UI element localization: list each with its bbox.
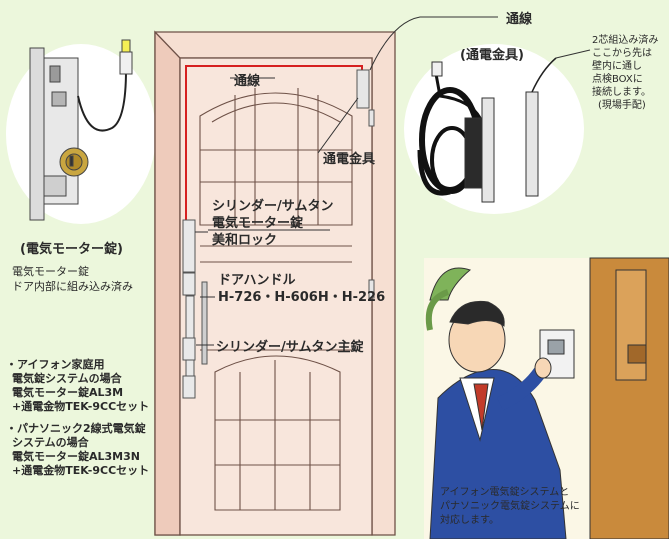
spec-line: 電気錠システムの場合 — [12, 372, 122, 385]
fitting-door-label: 通電金具 — [323, 152, 376, 167]
cylinder-line: シリンダー/サムタン — [212, 199, 334, 214]
spec-line: 電気モーター錠AL3M3N — [12, 450, 140, 463]
two-core-note: 2芯組込み済み ここから先は 壁内に通し 点検BOXに 接続します。 (現場手配… — [592, 34, 658, 112]
spec-line: システムの場合 — [12, 436, 89, 449]
fitting-illustration — [417, 57, 557, 203]
handle-group-label: ドアハンドル H-726・H-606H・H-226 — [218, 272, 385, 306]
spec-line: +通電金物TEK-9CCセット — [12, 400, 150, 413]
two-core-line: 壁内に通し — [592, 61, 642, 72]
cylinder-line: 美和ロック — [212, 233, 278, 248]
person-illustration — [425, 257, 669, 539]
motor-lock-title: (電気モーター錠) — [20, 242, 123, 257]
spec-line: ・アイフォン家庭用 — [6, 358, 105, 371]
two-core-line: ここから先は — [592, 48, 652, 59]
spec-panasonic: ・パナソニック2線式電気錠 システムの場合 電気モーター錠AL3M3N +通電金… — [6, 422, 149, 478]
motor-lock-illustration — [29, 39, 133, 221]
two-core-line: (現場手配) — [598, 100, 646, 111]
caption-line: アイフォン電気錠システムと — [440, 487, 570, 498]
spec-aiphone: ・アイフォン家庭用 電気錠システムの場合 電気モーター錠AL3M +通電金物TE… — [6, 358, 149, 414]
spec-line: +通電金物TEK-9CCセット — [12, 464, 150, 477]
wire-top-label: 通線 — [506, 12, 533, 27]
fitting-top-label: (通電金具) — [460, 48, 524, 63]
spec-line: 電気モーター錠AL3M — [12, 386, 124, 399]
spec-line: ・パナソニック2線式電気錠 — [6, 422, 146, 435]
main-lock-label: シリンダー/サムタン主錠 — [216, 340, 364, 355]
two-core-line: 点検BOXに — [592, 74, 643, 85]
handle-line: ドアハンドル — [218, 273, 296, 288]
cylinder-line: 電気モーター錠 — [212, 216, 304, 231]
door-fitting — [356, 69, 375, 299]
two-core-line: 2芯組込み済み — [592, 35, 659, 46]
motor-note-line: 電気モーター錠 — [12, 265, 89, 278]
motor-lock-note: 電気モーター錠 ドア内部に組み込み済み — [12, 264, 133, 294]
motor-note-line: ドア内部に組み込み済み — [12, 280, 133, 293]
door-panels — [199, 88, 353, 511]
door-hardware — [182, 219, 208, 399]
caption-line: 対応します。 — [440, 515, 499, 526]
two-core-line: 接続します。 — [592, 87, 651, 98]
caption: アイフォン電気錠システムと パナソニック電気錠システムに 対応します。 — [440, 486, 580, 528]
wire-door-label: 通線 — [234, 74, 261, 89]
cylinder-group-label: シリンダー/サムタン 電気モーター錠 美和ロック — [212, 198, 334, 249]
caption-line: パナソニック電気錠システムに — [440, 501, 580, 512]
handle-line: H-726・H-606H・H-226 — [218, 290, 386, 305]
